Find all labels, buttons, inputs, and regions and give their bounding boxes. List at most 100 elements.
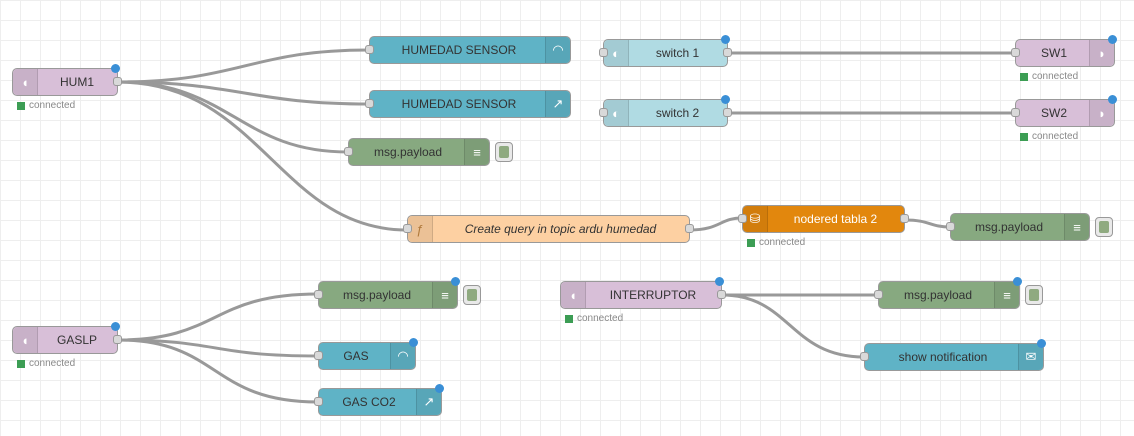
wire	[904, 218, 951, 229]
function-icon: ƒ	[408, 216, 433, 242]
bridge-icon: ◗	[1089, 100, 1114, 126]
envelope-icon: ✉	[1018, 344, 1043, 370]
chart-node-humedad[interactable]: HUMEDAD SENSOR ↗	[365, 90, 571, 118]
list-icon: ≡	[1064, 214, 1089, 240]
bridge-icon: ◖	[13, 69, 38, 95]
debug-toggle-button[interactable]	[463, 285, 481, 305]
input-port[interactable]	[365, 45, 374, 54]
changed-indicator	[1013, 277, 1022, 286]
input-port[interactable]	[403, 224, 412, 233]
input-port[interactable]	[1011, 108, 1020, 117]
output-port[interactable]	[723, 108, 732, 117]
node-label: GAS CO2	[342, 395, 396, 409]
status-connected-icon	[747, 238, 755, 247]
node-status: connected	[565, 313, 623, 324]
input-port[interactable]	[314, 351, 323, 360]
chart-icon: ↗	[416, 389, 441, 415]
wire	[721, 293, 865, 359]
gauge-node-gas[interactable]: GAS ◠	[314, 338, 418, 370]
changed-indicator	[451, 277, 460, 286]
changed-indicator	[721, 35, 730, 44]
debug-node-2[interactable]: msg.payload ≡	[946, 213, 1113, 241]
status-connected-icon	[17, 101, 25, 110]
mqtt-out-node-sw1[interactable]: SW1 ◗ connected	[1011, 35, 1117, 82]
mqtt-in-node-gaslp[interactable]: ◖ GASLP connected	[12, 322, 122, 369]
changed-indicator	[409, 338, 418, 347]
node-status: connected	[747, 237, 805, 248]
output-port[interactable]	[723, 48, 732, 57]
changed-indicator	[721, 95, 730, 104]
mqtt-in-node-hum1[interactable]: ◖ HUM1 connected	[12, 64, 122, 111]
debug-node-1[interactable]: msg.payload ≡	[344, 138, 513, 166]
status-connected-icon	[1020, 132, 1028, 141]
node-label: msg.payload	[342, 288, 412, 302]
bridge-icon: ◖	[13, 327, 38, 353]
input-port[interactable]	[860, 352, 869, 361]
input-port[interactable]	[365, 99, 374, 108]
gauge-icon: ◠	[545, 37, 570, 63]
debug-toggle-button[interactable]	[1025, 285, 1043, 305]
input-port[interactable]	[314, 397, 323, 406]
input-port[interactable]	[344, 147, 353, 156]
wire	[689, 216, 743, 232]
node-label: Create query in topic ardu humedad	[464, 222, 657, 236]
node-label: INTERRUPTOR	[609, 288, 697, 302]
input-port[interactable]	[946, 222, 955, 231]
output-port[interactable]	[685, 224, 694, 233]
mqtt-out-node-sw2[interactable]: SW2 ◗ connected	[1011, 95, 1117, 142]
bridge-icon: ◗	[1089, 40, 1114, 66]
node-label: switch 1	[655, 46, 700, 60]
toggle-icon: ◐	[604, 100, 629, 126]
debug-node-3[interactable]: msg.payload ≡	[314, 277, 481, 309]
database-icon: ⛁	[743, 206, 768, 232]
debug-toggle-button[interactable]	[495, 142, 513, 162]
changed-indicator	[1108, 95, 1117, 104]
wire	[117, 338, 319, 358]
input-port[interactable]	[874, 290, 883, 299]
node-status: connected	[17, 358, 75, 369]
output-port[interactable]	[113, 335, 122, 344]
chart-icon: ↗	[545, 91, 570, 117]
output-port[interactable]	[113, 77, 122, 86]
mqtt-in-node-interruptor[interactable]: ◖ INTERRUPTOR connected	[560, 277, 726, 324]
node-label: HUMEDAD SENSOR	[401, 97, 517, 111]
wire	[117, 292, 319, 342]
changed-indicator	[111, 322, 120, 331]
gauge-icon: ◠	[390, 343, 415, 369]
debug-toggle-button[interactable]	[1095, 217, 1113, 237]
node-label: msg.payload	[974, 220, 1044, 234]
wire	[117, 80, 370, 106]
list-icon: ≡	[432, 282, 457, 308]
function-node-create-query[interactable]: ƒ Create query in topic ardu humedad	[403, 215, 694, 243]
input-port[interactable]	[1011, 48, 1020, 57]
debug-node-4[interactable]: msg.payload ≡	[874, 277, 1043, 309]
status-connected-icon	[565, 314, 573, 323]
wire	[117, 80, 408, 232]
changed-indicator	[111, 64, 120, 73]
gauge-node-humedad[interactable]: HUMEDAD SENSOR ◠	[365, 36, 571, 64]
node-label: HUMEDAD SENSOR	[401, 43, 517, 57]
node-label: GASLP	[56, 333, 98, 347]
notification-node[interactable]: show notification ✉	[860, 339, 1046, 371]
chart-node-gas-co2[interactable]: GAS CO2 ↗	[314, 384, 444, 416]
wire	[117, 338, 319, 404]
input-port[interactable]	[314, 290, 323, 299]
switch-node-2[interactable]: ◐ switch 2	[599, 95, 732, 127]
input-port[interactable]	[599, 48, 608, 57]
output-port[interactable]	[900, 214, 909, 223]
output-port[interactable]	[717, 290, 726, 299]
node-label: msg.payload	[373, 145, 443, 159]
node-label: GAS	[343, 349, 369, 363]
input-port[interactable]	[738, 214, 747, 223]
bridge-icon: ◖	[561, 282, 586, 308]
node-label: SW2	[1040, 106, 1067, 120]
database-node-nodered-tabla[interactable]: ⛁ nodered tabla 2 connected	[738, 205, 909, 248]
toggle-icon: ◐	[604, 40, 629, 66]
switch-node-1[interactable]: ◐ switch 1	[599, 35, 732, 67]
list-icon: ≡	[464, 139, 489, 165]
wire	[117, 48, 370, 84]
status-connected-icon	[17, 359, 25, 368]
node-label: switch 2	[655, 106, 700, 120]
input-port[interactable]	[599, 108, 608, 117]
